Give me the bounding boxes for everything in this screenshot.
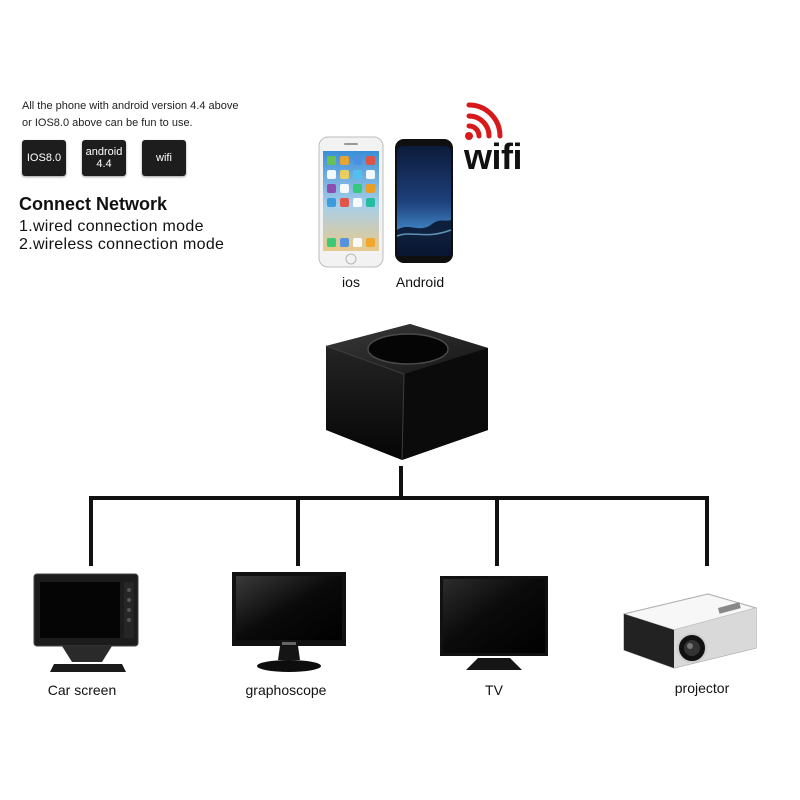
car-screen-label: Car screen [47,682,117,698]
graphoscope-label: graphoscope [245,682,327,698]
wifi-logo-text: wifi [464,136,523,177]
ios-badge: IOS8.0 [22,140,66,176]
android-badge-version: 4.4 [96,158,112,170]
wifi-badge-label: wifi [156,152,172,164]
ios-phone-image [318,136,384,268]
ios-label: ios [342,274,360,290]
wireless-mode-text: 2.wireless connection mode [19,236,225,253]
requirements-text: All the phone with android version 4.4 a… [22,98,282,132]
requirements-line-1: All the phone with android version 4.4 a… [22,100,239,112]
android-badge: android 4.4 [82,140,126,176]
wifi-badge: wifi [142,140,186,176]
wired-mode-text: 1.wired connection mode [19,218,204,235]
projector-label: projector [674,680,730,696]
requirements-line-2: or IOS8.0 above can be fun to use. [22,117,193,129]
wireless-display-hub-image [325,324,488,461]
graphoscope-image [232,572,346,672]
projector-image [622,593,758,669]
android-label: Android [395,274,445,290]
tv-label: TV [485,682,503,698]
android-phone-image [395,139,453,263]
ios-badge-label: IOS8.0 [26,152,62,164]
tv-image [440,576,548,670]
car-screen-image [33,573,139,672]
wifi-signal-icon [465,102,503,140]
connect-network-title: Connect Network [19,194,168,214]
android-badge-label: android [85,146,123,158]
